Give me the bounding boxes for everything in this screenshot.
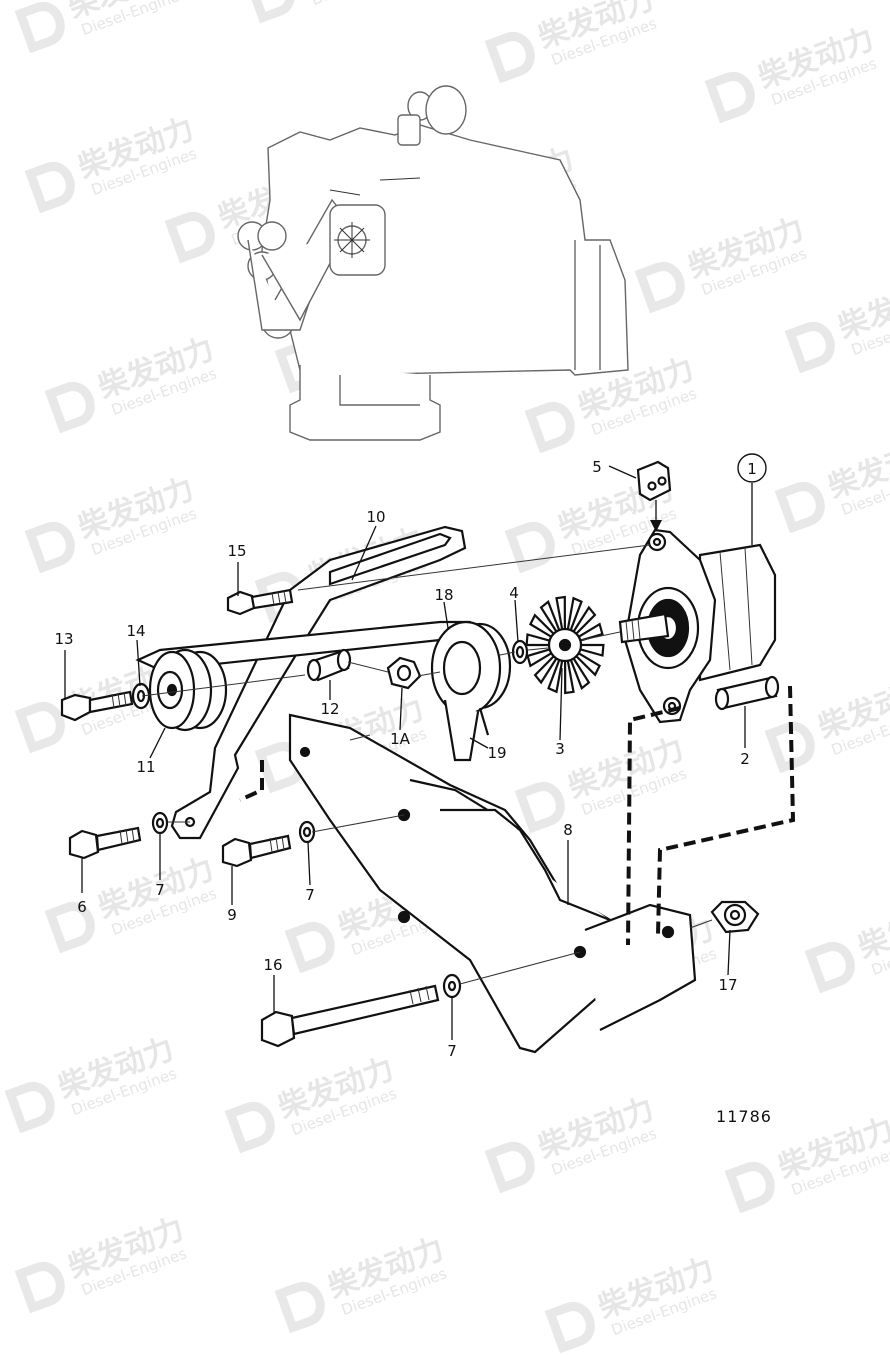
callout-labels: 1 1A 2 3 4 5 6 7 7 7 8 9 10 11 12 13 14 … <box>54 453 767 1060</box>
watermark-logo-icon <box>724 1162 775 1214</box>
pulley-19 <box>430 620 512 762</box>
callout-15: 15 <box>227 542 246 560</box>
nut-17 <box>710 900 760 934</box>
callout-6: 6 <box>77 898 87 916</box>
watermark-brand-en: Diesel-Engines <box>309 0 419 9</box>
adjusting-bracket-10 <box>170 525 467 840</box>
watermark-logo-icon <box>14 2 65 54</box>
watermark-logo-icon <box>284 922 335 974</box>
watermark-logo-icon <box>4 1082 55 1134</box>
watermark-logo-icon <box>24 522 75 574</box>
callout-16: 16 <box>263 956 282 974</box>
callout-14: 14 <box>126 622 145 640</box>
watermark-logo-icon <box>544 1302 595 1354</box>
leader-lines <box>64 465 753 1040</box>
callout-2: 2 <box>740 750 750 768</box>
watermark-logo-icon <box>14 1262 65 1314</box>
callout-5: 5 <box>592 458 602 476</box>
watermark-logo-icon <box>164 212 215 264</box>
callout-11: 11 <box>136 758 155 776</box>
watermark-logo-icon <box>514 782 565 834</box>
bolt-15 <box>226 588 294 616</box>
callout-19: 19 <box>487 744 506 762</box>
callout-7: 7 <box>155 881 165 899</box>
watermark-logo-icon <box>244 0 295 24</box>
bolt-13 <box>60 690 134 722</box>
mounting-bracket-8 <box>288 713 697 1054</box>
watermark-logo-icon <box>14 702 65 754</box>
figure-number: 11786 <box>716 1107 772 1126</box>
callout-4: 4 <box>509 584 519 602</box>
watermark-logo-icon <box>784 322 835 374</box>
watermark-logo-icon <box>224 1102 275 1154</box>
watermark-logo-icon <box>274 1282 325 1334</box>
arrow-icon <box>650 520 662 532</box>
watermark-logo-icon <box>774 482 825 534</box>
watermark-logo-icon <box>44 382 95 434</box>
watermark-logo-icon <box>704 72 755 124</box>
plate-5 <box>636 460 672 502</box>
watermark-logo-icon <box>634 262 685 314</box>
spacer-12 <box>306 648 352 682</box>
callout-3: 3 <box>555 740 565 758</box>
watermark-logo-icon <box>484 1142 535 1194</box>
watermark-logo-icon <box>24 162 75 214</box>
callout-circle <box>737 453 767 483</box>
alternator-1 <box>618 528 777 724</box>
bolt-16 <box>260 984 440 1048</box>
nut-1a <box>386 656 422 690</box>
callout-1: 1 <box>747 460 757 478</box>
callout-17: 17 <box>718 976 737 994</box>
watermark-brand-cn: 柴发动力 <box>854 892 890 966</box>
fan-3 <box>525 595 605 695</box>
bolt-9 <box>221 834 292 868</box>
callout-13: 13 <box>54 630 73 648</box>
watermark-logo-icon <box>484 32 535 84</box>
callout-9: 9 <box>227 906 237 924</box>
callout-10: 10 <box>366 508 385 526</box>
callout-8: 8 <box>563 821 573 839</box>
callout-7: 7 <box>305 886 315 904</box>
callout-1a: 1A <box>390 730 411 748</box>
bolt-6 <box>68 826 142 860</box>
callout-7: 7 <box>447 1042 457 1060</box>
watermark-logo-icon <box>44 902 95 954</box>
assembly-axis-lines <box>141 544 713 985</box>
watermark-logo-icon <box>804 942 855 994</box>
spacer-2 <box>714 675 780 711</box>
watermark-logo-icon <box>524 402 575 454</box>
callout-12: 12 <box>320 700 339 718</box>
engine-overview-illustration <box>237 85 629 441</box>
callout-18: 18 <box>434 586 453 604</box>
watermark-logo-icon <box>504 522 555 574</box>
